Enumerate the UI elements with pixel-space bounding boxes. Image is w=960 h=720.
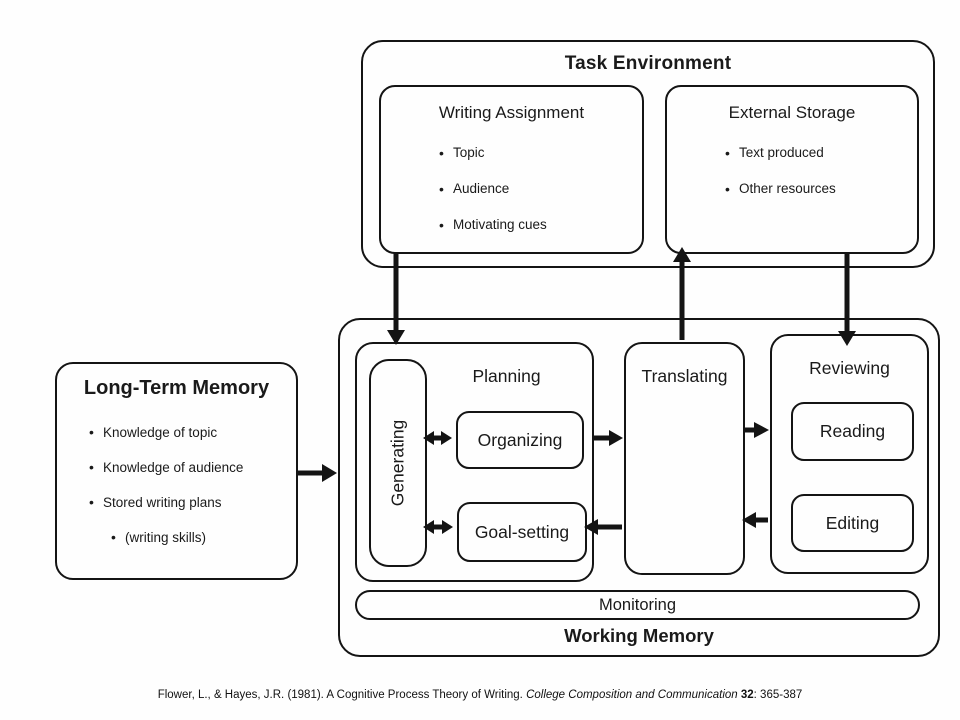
writing-assignment-box: Writing Assignment Topic Audience Motiva… bbox=[379, 85, 644, 254]
bullet-stored-writing-plans: Stored writing plans bbox=[89, 493, 296, 512]
organizing-label: Organizing bbox=[477, 429, 563, 450]
long-term-memory-bullets: Knowledge of topic Knowledge of audience… bbox=[57, 423, 296, 547]
generating-label: Generating bbox=[387, 419, 408, 507]
bullet-audience: Audience bbox=[439, 179, 642, 199]
external-storage-title: External Storage bbox=[728, 103, 856, 122]
planning-title: Planning bbox=[472, 366, 541, 386]
translating-label: Translating bbox=[641, 366, 728, 386]
long-term-memory-box: Long-Term Memory Knowledge of topic Know… bbox=[55, 362, 298, 580]
citation-volume: 32 bbox=[740, 689, 754, 701]
bullet-writing-skills: (writing skills) bbox=[111, 528, 296, 547]
editing-label: Editing bbox=[825, 512, 880, 533]
reading-label: Reading bbox=[819, 421, 886, 441]
citation-journal: College Composition and Communication bbox=[526, 689, 738, 701]
bullet-other-resources: Other resources bbox=[725, 179, 917, 199]
monitoring-label: Monitoring bbox=[598, 595, 677, 614]
reviewing-box: Reviewing Reading Editing bbox=[770, 334, 929, 574]
translating-box: Translating bbox=[624, 342, 745, 575]
reading-box: Reading bbox=[791, 402, 914, 461]
citation-pages: : 365-387 bbox=[753, 689, 803, 701]
external-storage-bullets: Text produced Other resources bbox=[667, 143, 917, 199]
planning-box: Planning Generating Organizing Goal-sett… bbox=[355, 342, 594, 582]
task-environment-title: Task Environment bbox=[564, 53, 732, 74]
writing-assignment-bullets: Topic Audience Motivating cues bbox=[381, 143, 642, 235]
reviewing-title: Reviewing bbox=[809, 358, 890, 378]
bullet-knowledge-of-audience: Knowledge of audience bbox=[89, 458, 296, 477]
bullet-motivating-cues: Motivating cues bbox=[439, 215, 642, 235]
citation: Flower, L., & Hayes, J.R. (1981). A Cogn… bbox=[0, 689, 960, 701]
bullet-knowledge-of-topic: Knowledge of topic bbox=[89, 423, 296, 442]
arrowhead-ltm-to-working-memory bbox=[322, 464, 337, 482]
goal-setting-label: Goal-setting bbox=[474, 521, 570, 542]
working-memory-title: Working Memory bbox=[564, 625, 714, 646]
citation-prefix: Flower, L., & Hayes, J.R. (1981). A Cogn… bbox=[157, 689, 527, 701]
generating-box: Generating bbox=[369, 359, 427, 567]
task-environment-box: Task Environment Writing Assignment Topi… bbox=[361, 40, 935, 268]
goal-setting-box: Goal-setting bbox=[457, 502, 587, 562]
long-term-memory-title: Long-Term Memory bbox=[83, 377, 270, 399]
monitoring-box: Monitoring bbox=[355, 590, 920, 620]
working-memory-box: Planning Generating Organizing Goal-sett… bbox=[338, 318, 940, 657]
writing-assignment-title: Writing Assignment bbox=[438, 103, 585, 122]
bullet-topic: Topic bbox=[439, 143, 642, 163]
editing-box: Editing bbox=[791, 494, 914, 552]
external-storage-box: External Storage Text produced Other res… bbox=[665, 85, 919, 254]
organizing-box: Organizing bbox=[456, 411, 584, 469]
bullet-text-produced: Text produced bbox=[725, 143, 917, 163]
